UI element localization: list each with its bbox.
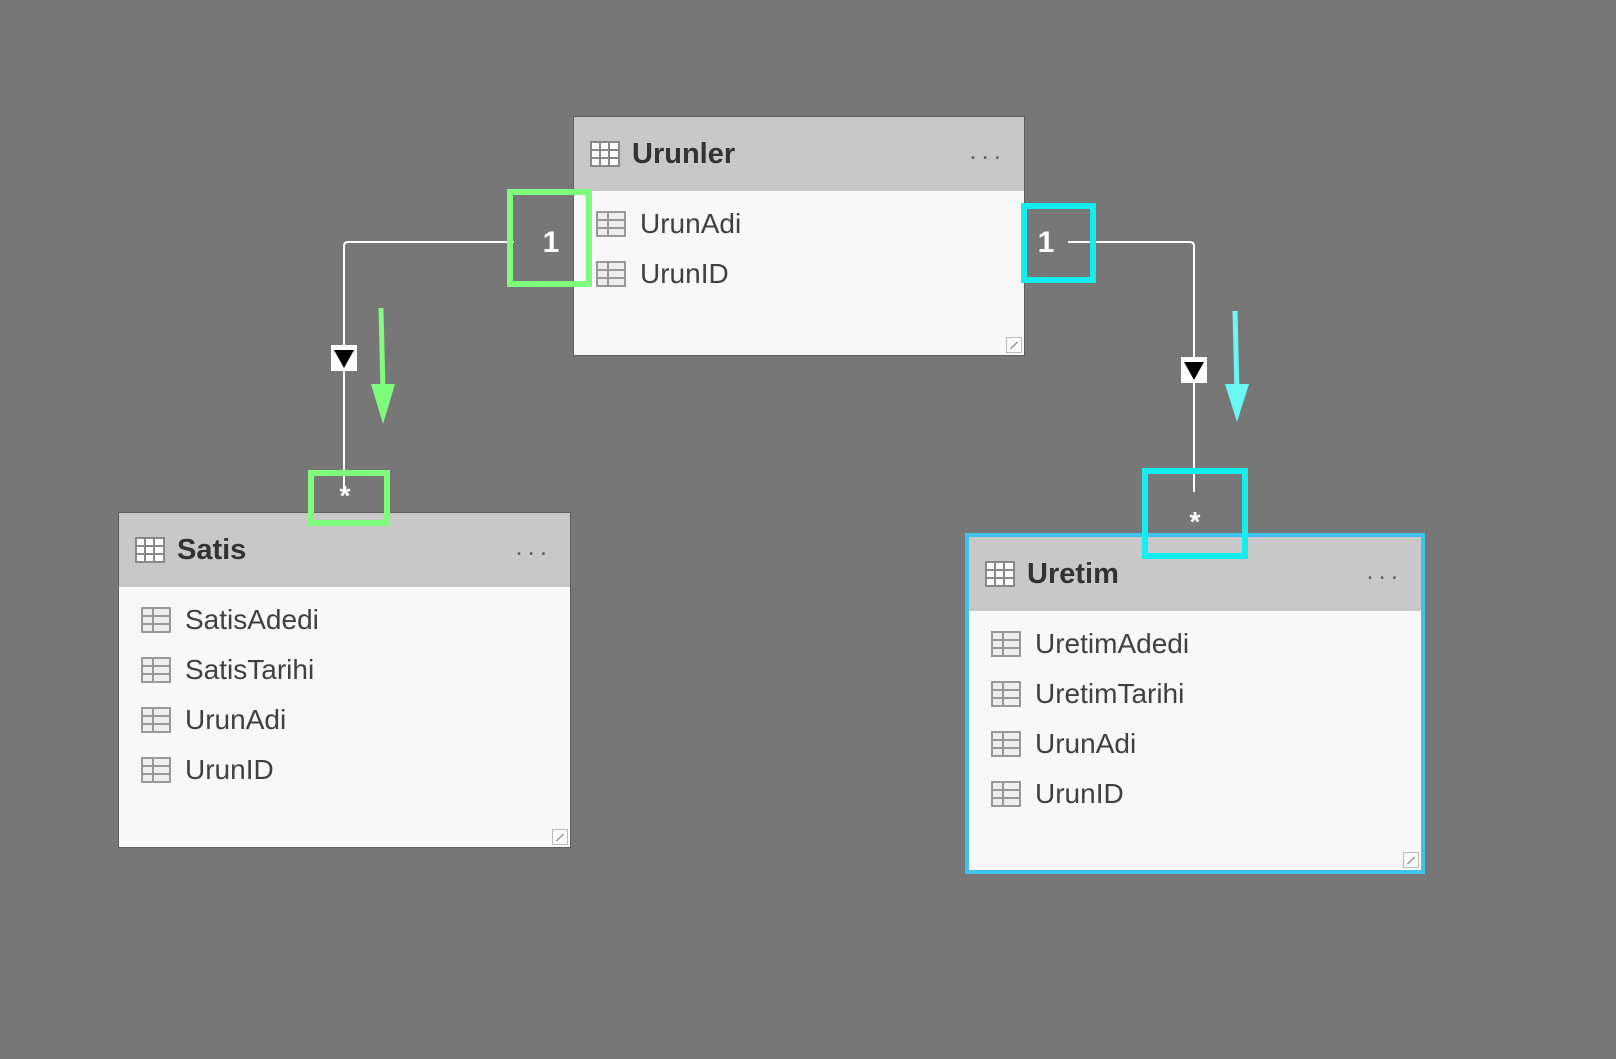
field-row[interactable]: UrunID	[969, 769, 1421, 819]
cardinality-one-label: 1	[1038, 226, 1055, 259]
cardinality-one-label: 1	[543, 226, 560, 259]
column-icon	[141, 607, 171, 633]
resize-handle[interactable]	[1006, 337, 1022, 353]
field-name: UrunAdi	[640, 208, 742, 239]
field-row[interactable]: UrunAdi	[574, 199, 1024, 249]
field-row[interactable]: SatisAdedi	[119, 595, 570, 645]
table-grid-icon	[590, 141, 620, 167]
field-row[interactable]: UrunAdi	[969, 719, 1421, 769]
field-row[interactable]: UrunAdi	[119, 695, 570, 745]
column-icon	[991, 781, 1021, 807]
filter-direction-arrow-icon[interactable]	[1181, 357, 1207, 383]
field-row[interactable]: UretimTarihi	[969, 669, 1421, 719]
annotation-arrow-cyan	[1225, 310, 1249, 422]
table-grid-icon	[985, 561, 1015, 587]
highlight-box-cyan	[1021, 203, 1096, 283]
more-options-button[interactable]: ...	[1366, 555, 1403, 585]
column-icon	[141, 757, 171, 783]
field-name: UretimTarihi	[1035, 678, 1185, 709]
field-name: UrunAdi	[185, 704, 287, 735]
table-title: Satis	[177, 533, 247, 566]
table-card-satis[interactable]: Satis ... SatisAdedi Sa	[118, 512, 571, 848]
cardinality-many-label: *	[340, 480, 351, 511]
field-name: SatisTarihi	[185, 654, 315, 685]
column-icon	[596, 211, 626, 237]
field-list: UrunAdi UrunID	[574, 191, 1024, 299]
table-title: Uretim	[1027, 557, 1119, 590]
relationship-line-urunler-uretim[interactable]	[1068, 241, 1195, 492]
table-header[interactable]: Uretim ...	[969, 537, 1421, 611]
field-list: UretimAdedi UretimTarihi UrunAdi	[969, 611, 1421, 819]
table-grid-icon	[135, 537, 165, 563]
column-icon	[141, 707, 171, 733]
more-options-button[interactable]: ...	[969, 135, 1006, 165]
field-row[interactable]: SatisTarihi	[119, 645, 570, 695]
annotation-arrow-green	[371, 307, 395, 424]
field-name: UrunID	[185, 754, 274, 785]
column-icon	[991, 631, 1021, 657]
table-title: Urunler	[632, 137, 736, 170]
field-list: SatisAdedi SatisTarihi UrunAdi	[119, 587, 570, 795]
table-card-urunler[interactable]: Urunler ... UrunAdi Uru	[573, 116, 1025, 356]
column-icon	[991, 681, 1021, 707]
field-row[interactable]: UrunID	[574, 249, 1024, 299]
field-row[interactable]: UretimAdedi	[969, 619, 1421, 669]
column-icon	[596, 261, 626, 287]
field-name: UrunAdi	[1035, 728, 1137, 759]
column-icon	[991, 731, 1021, 757]
relationship-line-urunler-satis[interactable]	[343, 241, 514, 492]
table-header[interactable]: Satis ...	[119, 513, 570, 587]
field-name: UrunID	[1035, 778, 1124, 809]
field-name: UretimAdedi	[1035, 628, 1190, 659]
field-name: SatisAdedi	[185, 604, 319, 635]
table-header[interactable]: Urunler ...	[574, 117, 1024, 191]
filter-direction-arrow-icon[interactable]	[331, 345, 357, 371]
field-name: UrunID	[640, 258, 729, 289]
column-icon	[141, 657, 171, 683]
table-card-uretim[interactable]: Uretim ... UretimAdedi	[965, 533, 1425, 874]
field-row[interactable]: UrunID	[119, 745, 570, 795]
more-options-button[interactable]: ...	[515, 531, 552, 561]
resize-handle[interactable]	[552, 829, 568, 845]
resize-handle[interactable]	[1403, 852, 1419, 868]
